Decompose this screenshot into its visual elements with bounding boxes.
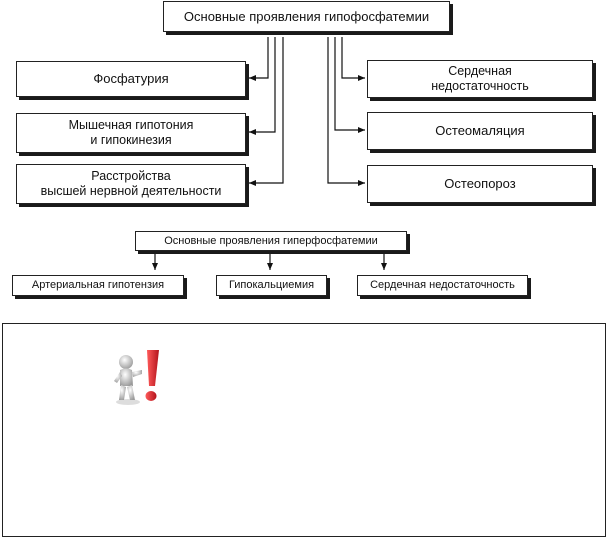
arrow-to-osteoporosis	[327, 37, 365, 186]
arrow-to-nervous	[249, 37, 284, 186]
osteomalacia-box: Остеомаляция	[367, 112, 593, 150]
hypophosphatemia-title: Основные проявления гипофосфатемии	[163, 1, 450, 32]
arrow-to-osteomalacia	[334, 37, 365, 133]
hypotension-box: Артериальная гипотензия	[12, 275, 184, 296]
arrow-to-hypotonia	[249, 37, 276, 135]
hyperphosphatemia-title: Основные проявления гиперфосфатемии	[135, 231, 407, 251]
phosphaturia-box: Фосфатурия	[16, 61, 246, 97]
arrow-to-phosphaturia	[249, 37, 269, 81]
nervous-activity-box: Расстройства высшей нервной деятельности	[16, 164, 246, 204]
exclamation-figure-icon	[114, 350, 159, 405]
hypocalcemia-box: Гипокальциемия	[216, 275, 327, 296]
hypotonia-box: Мышечная гипотония и гипокинезия	[16, 113, 246, 153]
osteoporosis-box: Остеопороз	[367, 165, 593, 203]
heart-failure-2-box: Сердечная недостаточность	[357, 275, 528, 296]
note-frame	[2, 323, 606, 537]
connector-lines	[152, 37, 387, 270]
heart-failure-box: Сердечная недостаточность	[367, 60, 593, 98]
arrow-to-heart-failure	[341, 37, 365, 81]
